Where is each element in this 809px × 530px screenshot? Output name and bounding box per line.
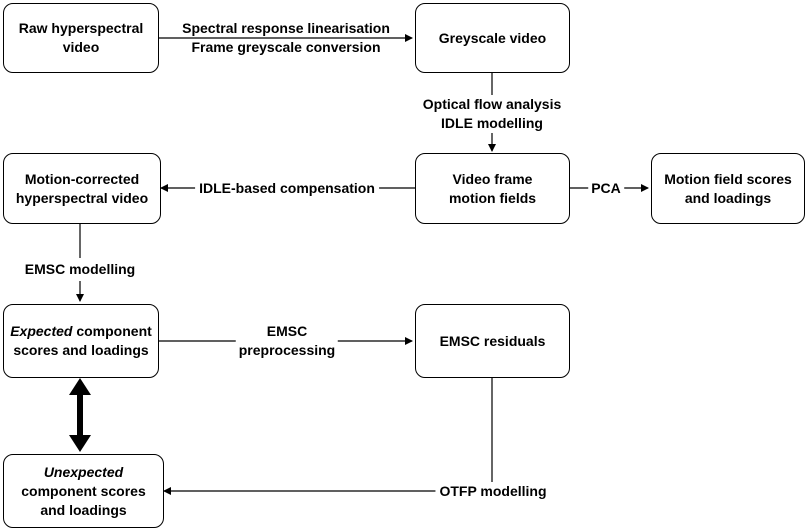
edge-raw-grey-line1: Spectral response linearisation [182, 20, 390, 36]
node-fields-line2: motion fields [448, 189, 537, 206]
double-arrow-expected-unexpected [69, 378, 91, 452]
edge-fields-scores-line1: PCA [591, 180, 621, 196]
node-unexpected-italic: Unexpected [43, 463, 124, 480]
edge-expected-residuals-line2: preprocessing [238, 342, 336, 358]
edge-motion-expected-line1: EMSC modelling [24, 261, 136, 277]
node-motion-corrected-video: Motion-corrected hyperspectral video [3, 153, 161, 224]
edge-label-otfp-modelling: OTFP modelling [435, 482, 551, 501]
node-expected-italic: Expected [10, 323, 73, 339]
node-motion-line1: Motion-corrected [24, 170, 140, 187]
edge-grey-fields-line2: IDLE modelling [441, 115, 543, 131]
edge-label-emsc-preprocessing: EMSC preprocessing [235, 322, 339, 360]
edge-residuals-unexpected-line1: OTFP modelling [439, 483, 547, 499]
edge-label-greyscale-to-fields: Optical flow analysis IDLE modelling [422, 95, 562, 133]
node-unexpected-line3: and loadings [40, 501, 127, 518]
node-motion-field-scores: Motion field scores and loadings [651, 153, 805, 224]
node-raw-line1: Raw hyperspectral [18, 20, 144, 36]
node-expected-line1: Expected component [10, 322, 152, 341]
node-raw-hyperspectral-video: Raw hyperspectral video [3, 3, 159, 73]
node-scores-line2: and loadings [684, 189, 772, 206]
arrow-residuals-to-unexpected [163, 378, 493, 495]
edge-label-pca: PCA [588, 179, 624, 198]
edge-label-emsc-modelling: EMSC modelling [24, 258, 136, 281]
edge-raw-grey-line2: Frame greyscale conversion [191, 39, 381, 55]
node-unexpected-component: Unexpected component scores and loadings [3, 454, 164, 528]
node-grey-line1: Greyscale video [438, 29, 547, 46]
node-greyscale-video: Greyscale video [415, 3, 570, 73]
node-fields-line1: Video frame [452, 170, 533, 187]
node-motion-line2: hyperspectral video [15, 189, 149, 206]
node-emsc-residuals: EMSC residuals [415, 304, 570, 378]
node-scores-line1: Motion field scores [664, 170, 792, 187]
node-expected-line2: scores and loadings [13, 342, 149, 358]
node-expected-rest: component [72, 323, 152, 339]
edge-expected-residuals-line1: EMSC [266, 323, 308, 339]
node-unexpected-line2: component scores [21, 482, 146, 499]
edge-label-raw-to-greyscale: Spectral response linearisation Frame gr… [182, 19, 390, 57]
node-expected-component: Expected component scores and loadings [3, 304, 159, 378]
node-video-frame-motion-fields: Video frame motion fields [415, 153, 570, 224]
node-raw-line2: video [62, 39, 100, 55]
edge-label-idle-compensation: IDLE-based compensation [195, 179, 379, 198]
edge-grey-fields-line1: Optical flow analysis [422, 96, 562, 112]
edge-fields-motion-line1: IDLE-based compensation [199, 180, 375, 196]
node-residuals-line1: EMSC residuals [439, 332, 546, 349]
